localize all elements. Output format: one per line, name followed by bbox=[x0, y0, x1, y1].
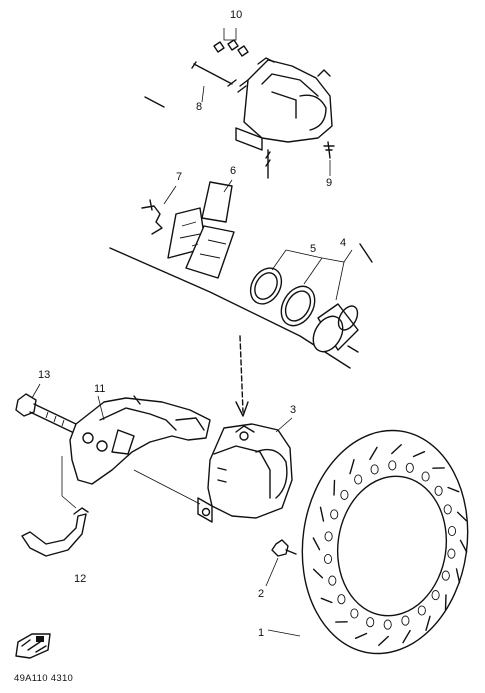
disc-slot bbox=[313, 538, 319, 550]
disc-slot bbox=[350, 460, 354, 474]
pad-spring-7 bbox=[142, 200, 162, 234]
callout-7: 7 bbox=[176, 171, 182, 183]
disc-hole bbox=[406, 463, 413, 472]
callout-8: 8 bbox=[196, 101, 202, 113]
disc-hole bbox=[389, 461, 396, 470]
disc-hole bbox=[448, 549, 455, 558]
disc-hole bbox=[355, 475, 362, 484]
disc-hole bbox=[435, 486, 442, 495]
callout-4: 4 bbox=[340, 237, 346, 249]
disc-hole bbox=[367, 618, 374, 627]
disc-slot bbox=[458, 512, 467, 520]
disc-slot bbox=[414, 452, 425, 457]
disc-hole bbox=[371, 465, 378, 474]
piston-seals-5 bbox=[244, 263, 321, 332]
caliper-piston-4 bbox=[307, 303, 361, 357]
leader-13 bbox=[32, 384, 40, 398]
leaders-4-5 bbox=[272, 250, 352, 300]
disc-slot bbox=[457, 569, 460, 583]
caliper-bracket-11 bbox=[70, 396, 210, 484]
disc-hole bbox=[422, 472, 429, 481]
disc-slot bbox=[426, 616, 430, 630]
disc-hole bbox=[384, 620, 391, 629]
diagram-code: 49A110 4310 bbox=[14, 673, 73, 684]
disc-hole bbox=[324, 554, 331, 563]
callout-2: 2 bbox=[258, 588, 264, 600]
disc-slot bbox=[321, 507, 324, 521]
leader-8 bbox=[202, 86, 204, 102]
disc-bolt-2 bbox=[266, 540, 296, 586]
parts-catalog-symbol-icon bbox=[16, 634, 50, 658]
disc-hole bbox=[418, 606, 425, 615]
disc-slot bbox=[379, 637, 388, 646]
disc-hole bbox=[329, 576, 336, 585]
disc-slot bbox=[392, 445, 401, 454]
disc-slot bbox=[321, 598, 332, 602]
disc-slot bbox=[403, 631, 410, 643]
leader-1 bbox=[268, 630, 300, 636]
disc-slot bbox=[356, 634, 367, 639]
disc-hole bbox=[444, 505, 451, 514]
callout-5: 5 bbox=[310, 243, 316, 255]
upper-caliper-body bbox=[236, 58, 332, 178]
disc-slot bbox=[446, 595, 447, 610]
disc-slot bbox=[314, 569, 323, 577]
caliper-assembly-3 bbox=[198, 424, 292, 522]
disc-hole bbox=[341, 490, 348, 499]
callout-11: 11 bbox=[94, 383, 105, 395]
disc-slot bbox=[334, 480, 335, 495]
callout-9: 9 bbox=[326, 177, 332, 189]
brake-disc-1 bbox=[288, 420, 482, 665]
mounting-bolt-13 bbox=[16, 394, 76, 432]
disc-hole bbox=[338, 595, 345, 604]
callout-13: 13 bbox=[38, 369, 50, 381]
callout-12: 12 bbox=[74, 573, 86, 585]
bleed-screw-9 bbox=[324, 142, 334, 158]
disc-hole bbox=[351, 609, 358, 618]
leader-3 bbox=[276, 418, 292, 432]
callout-10: 10 bbox=[230, 9, 242, 21]
leader-7 bbox=[164, 186, 176, 204]
disc-hole bbox=[432, 591, 439, 600]
disc-slot bbox=[461, 540, 467, 552]
disc-hole bbox=[325, 532, 332, 541]
callout-1: 1 bbox=[258, 627, 264, 639]
brake-pad-set-6 bbox=[168, 182, 234, 278]
callout-6: 6 bbox=[230, 165, 236, 177]
callout-3: 3 bbox=[290, 404, 296, 416]
disc-hole bbox=[448, 526, 455, 535]
assembly-arrow bbox=[236, 336, 248, 416]
disc-hole bbox=[442, 571, 449, 580]
disc-hole bbox=[402, 616, 409, 625]
bleed-screw-caps bbox=[214, 28, 248, 56]
pad-pin-8 bbox=[192, 62, 236, 86]
disc-slot bbox=[448, 488, 459, 492]
disc-hole bbox=[331, 510, 338, 519]
disc-slot bbox=[370, 447, 377, 459]
